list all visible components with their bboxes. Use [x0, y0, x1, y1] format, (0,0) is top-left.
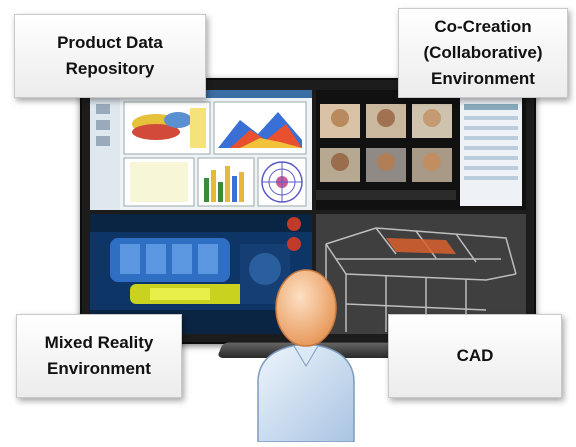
- label-co-creation-environment: Co-Creation (Collaborative) Environment: [398, 8, 568, 98]
- label-product-data-repository: Product Data Repository: [14, 14, 206, 98]
- label-text: Co-Creation (Collaborative) Environment: [423, 17, 543, 88]
- video-call-icon: [316, 90, 526, 210]
- chart-icon: [90, 90, 312, 210]
- product-data-screen: [90, 90, 312, 210]
- car-engine-icon: [90, 214, 312, 334]
- label-text: Mixed Reality Environment: [44, 333, 154, 378]
- label-text: CAD: [456, 346, 494, 365]
- label-cad: CAD: [388, 314, 562, 398]
- user-avatar-icon: [250, 262, 362, 443]
- label-text: Product Data Repository: [57, 33, 163, 78]
- label-mixed-reality-environment: Mixed Reality Environment: [16, 314, 182, 398]
- co-creation-screen: [316, 90, 526, 210]
